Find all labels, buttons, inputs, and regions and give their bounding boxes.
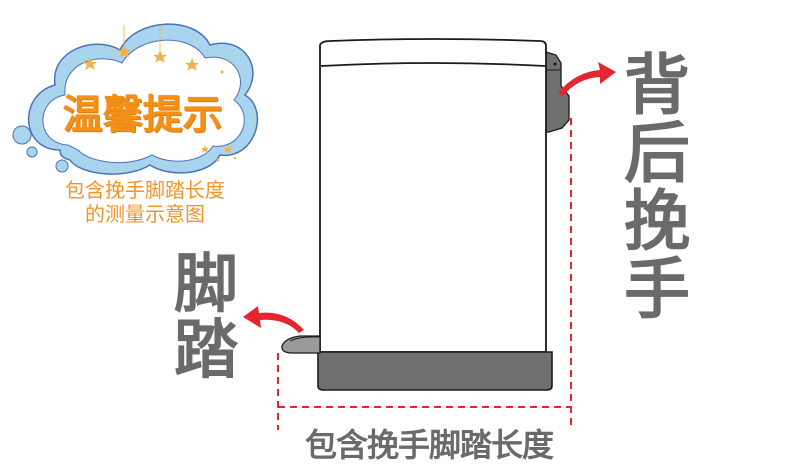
back-handle-label: 背后挽手 (624, 47, 690, 328)
pedal-trash-bin-icon (281, 38, 570, 391)
cloud-bubble (12, 23, 259, 175)
curved-arrow-right-icon (558, 62, 616, 96)
tip-title: 温馨提示 (62, 92, 223, 138)
total-length-caption: 包含挽手脚踏长度 (304, 426, 554, 464)
foot-pedal-label: 脚踏 (174, 248, 238, 388)
star-decorations (83, 45, 237, 162)
tip-subtitle-line2: 的测量示意图 (85, 202, 205, 226)
curved-arrow-left-icon (243, 306, 304, 333)
tip-subtitle: 包含挽手脚踏长度 的测量示意图 (30, 178, 260, 226)
tip-subtitle-line1: 包含挽手脚踏长度 (65, 178, 225, 202)
measurement-dashes (277, 118, 572, 430)
